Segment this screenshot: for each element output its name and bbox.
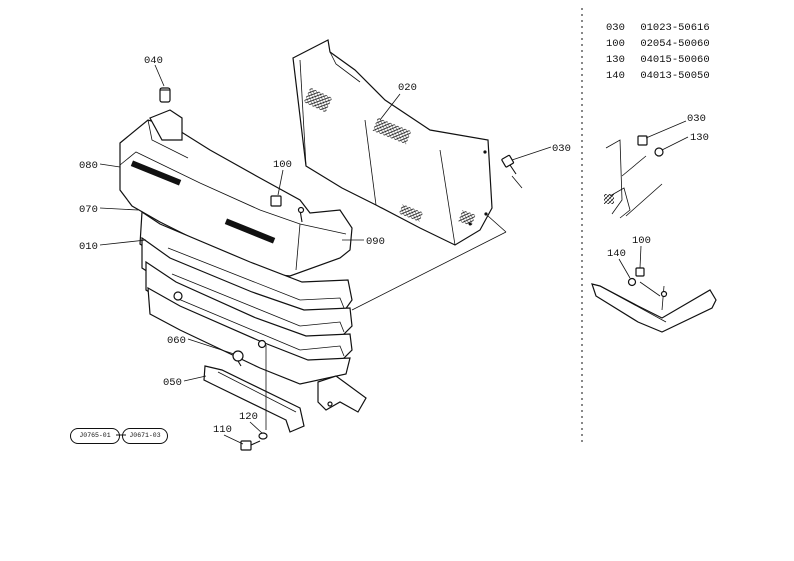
inset-detail — [591, 135, 717, 333]
part-number: 01023-50616 — [640, 22, 710, 34]
callout-020: 020 — [398, 82, 417, 94]
parts-table-row: 140 04013-50050 — [606, 68, 710, 84]
side-panel-020 — [292, 39, 493, 246]
washer-140-inset — [627, 277, 637, 287]
washer-120 — [258, 432, 268, 440]
bolt-030-main — [501, 154, 517, 175]
callout-060: 060 — [167, 335, 186, 347]
parts-table-row: 100 02054-50060 — [606, 36, 710, 52]
part-number: 04015-50060 — [640, 54, 710, 66]
callout-090: 090 — [366, 236, 385, 248]
ref-number: 140 — [606, 70, 625, 82]
callout-070: 070 — [79, 204, 98, 216]
callouts: 040 080 070 010 100 090 020 030 060 050 … — [79, 55, 709, 445]
callout-050: 050 — [163, 377, 182, 389]
part-number: 04013-50050 — [640, 70, 710, 82]
bracket-right — [317, 375, 367, 413]
bolt-100-inset — [635, 267, 645, 277]
parts-table-row: 030 01023-50616 — [606, 20, 710, 36]
parts-table-row: 130 04015-50060 — [606, 52, 710, 68]
bracket-050 — [203, 365, 305, 433]
callout-080: 080 — [79, 160, 98, 172]
bolt-060 — [232, 350, 244, 367]
front-grille-assembly — [119, 87, 353, 385]
latch-040 — [149, 87, 183, 141]
bolt-110 — [240, 440, 261, 451]
vent-slots-upper — [130, 160, 276, 244]
code-connector — [116, 434, 126, 436]
part-number: 02054-50060 — [640, 38, 710, 50]
callout-100-main: 100 — [273, 159, 292, 171]
callout-100-inset: 100 — [632, 235, 651, 247]
callout-010: 010 — [79, 241, 98, 253]
callout-040: 040 — [144, 55, 163, 67]
ref-number: 130 — [606, 54, 625, 66]
ref-number: 100 — [606, 38, 625, 50]
callout-140-inset: 140 — [607, 248, 626, 260]
bolt-100-main — [270, 195, 305, 223]
callout-110: 110 — [213, 424, 232, 436]
reference-code-2: J0671-03 — [122, 428, 168, 444]
reference-code-1: J0765-01 — [70, 428, 120, 444]
bolt-030-inset — [637, 135, 648, 146]
ref-number: 030 — [606, 22, 625, 34]
callout-120: 120 — [239, 411, 258, 423]
callout-030-main: 030 — [552, 143, 571, 155]
callout-130-inset: 130 — [690, 132, 709, 144]
callout-030-inset: 030 — [687, 113, 706, 125]
washer-130-inset — [654, 147, 664, 157]
parts-number-table: 030 01023-50616 100 02054-50060 130 0401… — [606, 20, 710, 84]
